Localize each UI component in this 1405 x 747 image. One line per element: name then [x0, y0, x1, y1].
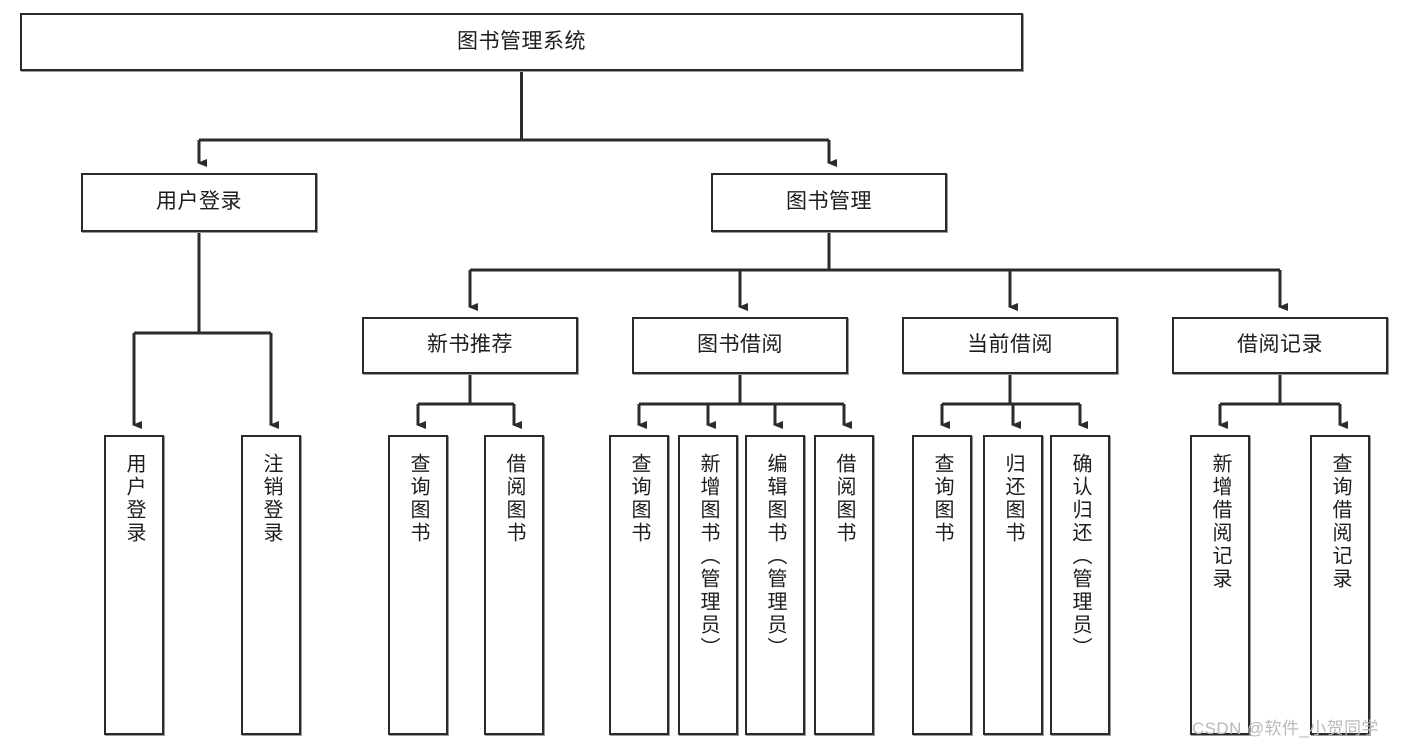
leaf-node-label: 新增图书（管理员） [697, 453, 719, 660]
leaf-node-label: 确认归还（管理员） [1069, 453, 1091, 660]
edge-group [132, 71, 1348, 429]
level3-node-box-2[interactable]: 当前借阅 [902, 317, 1118, 374]
level3-node-label: 新书推荐 [427, 333, 513, 357]
level3-node-label: 图书借阅 [697, 333, 783, 357]
level3-node-label: 当前借阅 [967, 333, 1053, 357]
leaf-node-label: 注销登录 [260, 453, 282, 545]
leaf-node-box-7[interactable]: 借阅图书 [814, 435, 874, 735]
leaf-node-box-11[interactable]: 新增借阅记录 [1190, 435, 1250, 735]
root-node-box-0[interactable]: 图书管理系统 [20, 13, 1023, 71]
leaf-node-box-6[interactable]: 编辑图书（管理员） [745, 435, 805, 735]
level2-node-box-1[interactable]: 图书管理 [711, 173, 947, 232]
leaf-node-label: 编辑图书（管理员） [764, 453, 786, 660]
level3-node-box-0[interactable]: 新书推荐 [362, 317, 578, 374]
leaf-node-box-1[interactable]: 注销登录 [241, 435, 301, 735]
leaf-node-box-8[interactable]: 查询图书 [912, 435, 972, 735]
level3-node-box-1[interactable]: 图书借阅 [632, 317, 848, 374]
leaf-node-label: 用户登录 [123, 453, 145, 545]
leaf-node-box-12[interactable]: 查询借阅记录 [1310, 435, 1370, 735]
leaf-node-label: 查询图书 [931, 453, 953, 545]
leaf-node-label: 新增借阅记录 [1209, 453, 1231, 591]
level3-node-box-3[interactable]: 借阅记录 [1172, 317, 1388, 374]
leaf-node-label: 查询图书 [628, 453, 650, 545]
root-node-label: 图书管理系统 [457, 29, 586, 53]
level2-node-box-0[interactable]: 用户登录 [81, 173, 317, 232]
level3-node-label: 借阅记录 [1237, 333, 1323, 357]
leaf-node-box-3[interactable]: 借阅图书 [484, 435, 544, 735]
leaf-node-box-9[interactable]: 归还图书 [983, 435, 1043, 735]
leaf-node-box-2[interactable]: 查询图书 [388, 435, 448, 735]
leaf-node-label: 借阅图书 [833, 453, 855, 545]
level2-node-label: 图书管理 [786, 190, 872, 214]
level2-node-label: 用户登录 [156, 190, 242, 214]
leaf-node-box-5[interactable]: 新增图书（管理员） [678, 435, 738, 735]
leaf-node-box-0[interactable]: 用户登录 [104, 435, 164, 735]
leaf-node-label: 归还图书 [1002, 453, 1024, 545]
leaf-node-box-4[interactable]: 查询图书 [609, 435, 669, 735]
leaf-node-label: 借阅图书 [503, 453, 525, 545]
leaf-node-label: 查询借阅记录 [1329, 453, 1351, 591]
leaf-node-label: 查询图书 [407, 453, 429, 545]
leaf-node-box-10[interactable]: 确认归还（管理员） [1050, 435, 1110, 735]
